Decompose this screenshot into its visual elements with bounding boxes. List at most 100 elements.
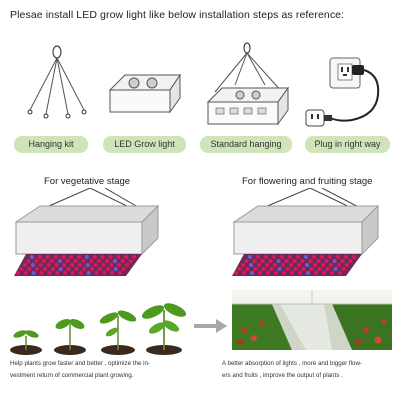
led-dot: [234, 271, 238, 275]
step-label-hanging-kit: Hanging kit: [14, 136, 88, 153]
led-dot: [268, 259, 273, 263]
led-array: [234, 255, 356, 275]
led-dot: [93, 263, 98, 267]
led-dot: [237, 267, 242, 271]
led-dot: [81, 259, 86, 263]
led-dot: [113, 267, 118, 271]
led-dot: [27, 267, 32, 271]
greenhouse-image: [232, 290, 392, 350]
led-dot: [248, 255, 252, 259]
led-dot: [132, 255, 137, 259]
step-label-standard-hanging: Standard hanging: [200, 136, 292, 153]
led-dot: [282, 271, 286, 275]
grow-lamp-image: [14, 188, 160, 276]
led-array: [15, 255, 137, 275]
led-dot: [257, 263, 261, 267]
led-dot: [266, 271, 270, 275]
led-dot: [252, 259, 257, 263]
led-dot: [69, 255, 74, 259]
vegetative-caption-line2: vestment return of commercial plant grow…: [10, 372, 134, 379]
led-dot: [308, 259, 313, 263]
led-dot: [124, 255, 129, 259]
led-dot: [78, 271, 83, 275]
led-dot: [61, 255, 66, 259]
led-dot: [241, 263, 245, 267]
led-dot: [324, 259, 329, 263]
led-dot: [352, 255, 356, 259]
seedlings-image: [10, 303, 187, 355]
led-dot: [290, 271, 294, 275]
led-dot: [77, 255, 82, 259]
led-dot: [90, 267, 95, 271]
led-dot: [70, 271, 75, 275]
led-dot: [336, 255, 340, 259]
led-dot: [320, 255, 324, 259]
led-dot: [125, 263, 130, 267]
power-plug-icon: [305, 57, 380, 127]
led-dot: [340, 259, 345, 263]
led-dot: [296, 255, 300, 259]
led-dot: [38, 263, 43, 267]
led-dot: [128, 259, 133, 263]
seedling-1: [10, 330, 42, 355]
led-dot: [84, 255, 89, 259]
led-dot: [258, 271, 262, 275]
led-dot: [285, 267, 290, 271]
led-dot: [293, 267, 298, 271]
led-dot: [97, 259, 102, 263]
led-dot: [31, 271, 36, 275]
led-dot: [77, 263, 82, 267]
led-dot: [70, 263, 75, 267]
led-dot: [261, 267, 266, 271]
led-dot: [329, 263, 333, 267]
led-dot: [272, 255, 276, 259]
led-dot: [86, 271, 91, 275]
led-dot: [244, 259, 249, 263]
led-dot: [58, 267, 63, 271]
led-dot: [301, 267, 306, 271]
led-dot: [280, 255, 284, 259]
led-dot: [322, 271, 326, 275]
led-dot: [277, 267, 282, 271]
led-dot: [43, 267, 47, 271]
led-dot: [65, 259, 70, 263]
led-dot: [92, 255, 97, 259]
led-dot: [245, 267, 250, 271]
led-dot: [242, 271, 246, 275]
led-dot: [284, 259, 289, 263]
flowering-caption-line1: A better absorption of lights , more and…: [222, 360, 362, 367]
led-dot: [314, 271, 318, 275]
led-dot: [330, 271, 334, 275]
led-dot: [54, 263, 59, 267]
led-dot: [50, 259, 54, 263]
led-dot: [264, 255, 268, 259]
led-dot: [341, 267, 346, 271]
flowering-caption-line2: ers and fruits , improve the output of p…: [222, 372, 343, 379]
led-dot: [269, 267, 274, 271]
led-dot: [332, 259, 337, 263]
led-dot: [249, 263, 253, 267]
led-dot: [66, 267, 71, 271]
led-dot: [47, 271, 52, 275]
led-dot: [312, 255, 316, 259]
led-dot: [112, 259, 117, 263]
led-dot: [309, 267, 314, 271]
led-dot: [260, 259, 265, 263]
led-dot: [73, 259, 78, 263]
led-dot: [26, 259, 31, 263]
grow-lamp-image: [232, 188, 380, 276]
led-dot: [19, 267, 24, 271]
greenhouse-photo: [232, 290, 392, 350]
led-dot: [317, 267, 322, 271]
hanging-kit-illustration: [10, 40, 105, 130]
led-dot: [23, 271, 28, 275]
led-dot: [37, 255, 42, 259]
seedling-2: [54, 319, 86, 355]
grow-light-icon: [108, 73, 181, 114]
led-dot: [98, 267, 102, 271]
led-dot: [89, 259, 94, 263]
led-dot: [344, 255, 348, 259]
led-dot: [274, 271, 278, 275]
led-dot: [298, 271, 302, 275]
grow-light-illustration: [100, 40, 195, 130]
